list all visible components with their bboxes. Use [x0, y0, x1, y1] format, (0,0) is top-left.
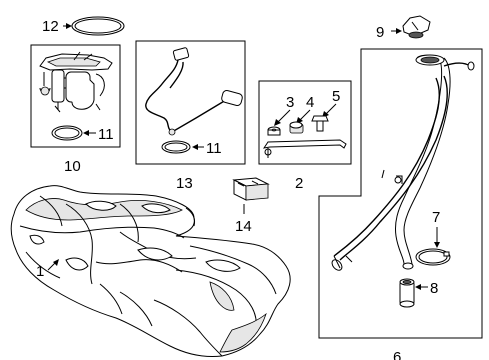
filler-neck-6: [331, 54, 475, 271]
module-14: [232, 177, 270, 201]
arrow-1: [53, 259, 59, 266]
hose-clamp-7: [415, 248, 451, 266]
arrow-3: [274, 119, 281, 126]
bolt-5: [311, 115, 329, 132]
arrow-7: [434, 242, 440, 248]
callout-6: 6: [393, 349, 401, 360]
arrow-9: [396, 28, 402, 34]
filler-neck-box: [318, 48, 483, 339]
callout-9: 9: [376, 24, 384, 41]
strap-hardware-box: [258, 80, 352, 165]
grommet-4: [289, 121, 304, 134]
callout-14: 14: [235, 218, 252, 235]
callout-8: 8: [430, 280, 438, 297]
callout-13: 13: [176, 175, 193, 192]
callout-11a: 11: [98, 126, 114, 143]
strap-2: [262, 139, 347, 158]
arrow-11b: [192, 144, 198, 150]
fuel-pump-module-10: [39, 51, 113, 113]
callout-10: 10: [64, 158, 81, 175]
callout-2: 2: [295, 175, 303, 192]
arrow-12: [66, 23, 72, 29]
callout-1: 1: [36, 263, 44, 280]
callout-4: 4: [306, 94, 314, 111]
callout-12: 12: [42, 18, 59, 35]
callout-7: 7: [432, 209, 440, 226]
seal-ring-11-top: [51, 125, 83, 141]
gasket-ring-12: [71, 16, 125, 36]
level-sensor-box: [135, 40, 246, 165]
filler-cap-9: [402, 15, 431, 39]
callout-11b: 11: [206, 140, 222, 157]
seal-ring-11-bottom: [161, 140, 191, 154]
arrow-8: [415, 284, 421, 290]
callout-5: 5: [332, 88, 340, 105]
fuel-tank-1: [10, 185, 291, 357]
arrow-11a: [83, 130, 89, 136]
nut-3: [267, 126, 281, 136]
pump-assembly-box: [30, 44, 121, 148]
callout-3: 3: [286, 94, 294, 111]
level-sensor-13: [145, 47, 243, 136]
hose-sleeve-8: [399, 278, 415, 308]
